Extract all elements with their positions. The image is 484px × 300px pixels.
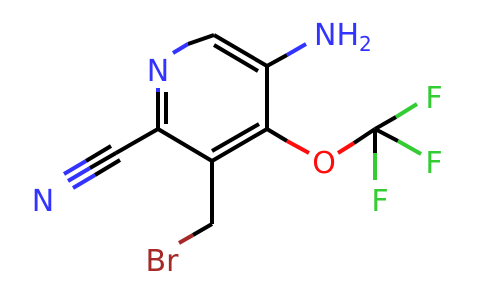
bond-c2-cn [115,127,159,155]
bond-o-cf3-o-part [336,141,356,155]
fluorine-2-label: F [425,146,442,181]
bond-c6-c5 [212,33,269,68]
bond-cf3-f1 [374,115,397,131]
amino-label: NH2 [314,18,372,56]
bond-c6-c5-inner [212,43,260,73]
bond-ch2-br [191,222,214,237]
bond-cn-triple-n-upper [62,159,88,176]
bond-cf3-f2-f-part [397,139,422,156]
bond-n1-c6-n-part [171,42,190,55]
bond-cn-triple-c [89,151,117,170]
bond-cn-triple-c-upper [84,144,113,163]
bond-c4-o-o-part [286,139,310,155]
ring-nitrogen-label: N [147,54,169,89]
bond-c3-c2 [156,127,214,163]
bond-cn-triple-c-lower [93,158,122,177]
fluorine-1-label: F [425,81,442,116]
bond-o-cf3 [352,127,377,145]
bond-cn-triple-n-lower [71,173,97,190]
bond-cn-triple-n [66,166,92,183]
bond-c5-amino [266,53,288,68]
amino-nh-text: NH [314,18,359,53]
bond-c4-c3 [210,127,269,163]
bond-cf3-f2 [374,127,399,143]
bond-c4-o [265,127,289,143]
bromine-label: Br [146,244,180,279]
bond-c4-c3-inner [211,122,260,153]
bond-c5-amino-n-part [285,42,308,57]
amino-subscript: 2 [359,32,372,56]
bond-n1-c6 [187,33,215,46]
nitrile-nitrogen-label: N [32,184,54,219]
bond-cf3-f1-f-part [394,102,419,119]
oxygen-label: O [312,146,336,181]
bond-ch2-br-br-part [178,233,194,245]
fluorine-3-label: F [371,184,388,219]
